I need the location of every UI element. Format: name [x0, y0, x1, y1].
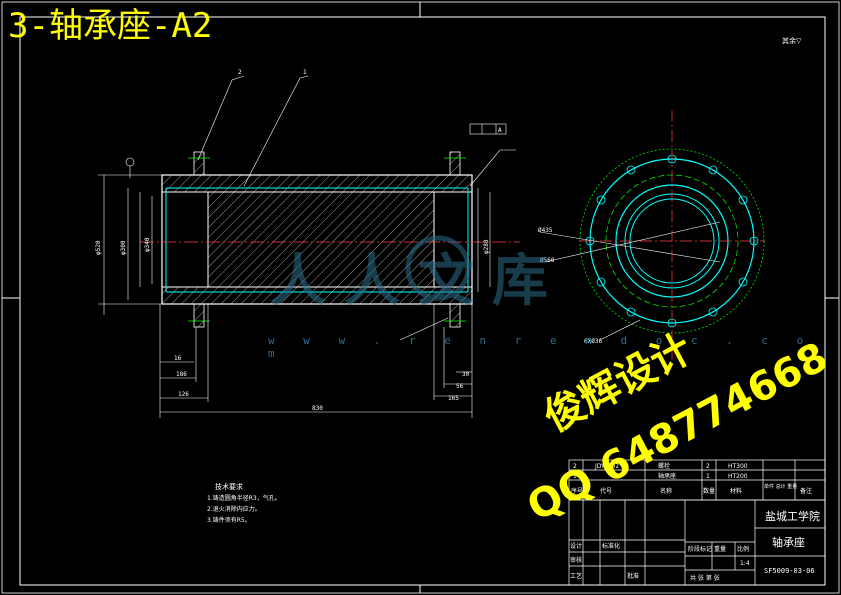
school-name: 盐城工学院 [765, 509, 820, 523]
end-view [539, 110, 765, 360]
dim-len-c: 16 [174, 355, 182, 362]
tech-item-1: 1.铸造圆角半径R3，气孔。 [207, 495, 281, 502]
tech-item-3: 3.铸件须有R5。 [207, 517, 251, 524]
tech-heading: 技术要求 [215, 483, 243, 491]
label-ratio: 比例 [737, 545, 749, 553]
label-checker: 审核 [570, 556, 582, 564]
label-approve: 批准 [627, 572, 639, 580]
hdr-material: 材料 [730, 487, 742, 495]
row2-material: HT300 [728, 463, 748, 470]
hdr-qty: 数量 [703, 487, 715, 495]
dim-len-f: 165 [448, 395, 459, 402]
row2-code: JDYH-02 [594, 463, 619, 470]
datum-label: A [498, 127, 502, 134]
body-outline [161, 174, 473, 305]
dim-len-a: 126 [178, 391, 189, 398]
watermark-logo: 人人文库 [270, 235, 566, 314]
dim-len-total: 830 [312, 405, 323, 412]
row1-name: 轴承座 [658, 472, 676, 480]
hdr-code: 代号 [600, 487, 612, 495]
dim-d4: φ280 [483, 239, 490, 254]
label-process: 工艺 [570, 572, 582, 580]
part-name: 轴承座 [772, 535, 805, 549]
scale-value: 1:4 [740, 560, 750, 567]
dim-holes: 6XØ36 [584, 338, 602, 345]
label-stage: 阶段标记 [688, 545, 712, 553]
svg-text:人人文库: 人人文库 [270, 249, 566, 314]
hdr-no: 序号 [571, 487, 583, 495]
title-block [568, 459, 826, 586]
row2-qty: 2 [706, 463, 710, 470]
row1-no: 1 [573, 473, 577, 480]
hdr-weight: 单件 总计 重量 [764, 483, 797, 490]
dim-r2: Ø560 [540, 257, 555, 264]
technical-requirements: 技术要求 1.铸造圆角半径R3，气孔。 2.退火消除内应力。 3.铸件须有R5。 [207, 482, 281, 526]
drawing-number: SF5009-03-06 [764, 567, 815, 575]
drawing-title: 3-轴承座-A2 [8, 6, 213, 46]
leader-label-2: 2 [238, 69, 242, 76]
inner-border [19, 16, 826, 586]
label-sheets: 共 张 第 张 [690, 574, 720, 582]
lower-wall-hatch [162, 287, 472, 304]
hdr-note: 备注 [800, 487, 812, 495]
dim-len-b: 186 [176, 371, 187, 378]
mid-hatch [208, 192, 434, 287]
bolt-holes [585, 154, 759, 328]
flange-studs [193, 151, 461, 328]
row2-no: 2 [573, 463, 577, 470]
label-designer: 设计 [570, 542, 582, 550]
watermark-url: w w w . r e n r e n d o c . c o m [268, 334, 815, 360]
label-standard: 标准化 [602, 542, 620, 550]
dim-r1: Ø435 [538, 227, 553, 234]
row1-qty: 1 [706, 473, 710, 480]
surface-finish-note: 其余▽ [782, 37, 802, 45]
dim-d1: φ520 [95, 240, 102, 255]
dim-len-e: 56 [456, 383, 464, 390]
leader-label-1: 1 [303, 69, 307, 76]
hdr-name: 名称 [660, 487, 672, 495]
tech-item-2: 2.退火消除内应力。 [207, 506, 261, 513]
dim-d2: φ300 [120, 240, 127, 255]
dim-d3: φ340 [144, 237, 151, 252]
label-weight: 重量 [714, 545, 726, 553]
section-view [98, 75, 520, 418]
upper-wall-hatch [162, 175, 472, 192]
dim-len-d: 30 [462, 371, 470, 378]
bore-left [161, 191, 209, 288]
row1-material: HT200 [728, 473, 748, 480]
row2-name: 螺栓 [658, 462, 670, 470]
